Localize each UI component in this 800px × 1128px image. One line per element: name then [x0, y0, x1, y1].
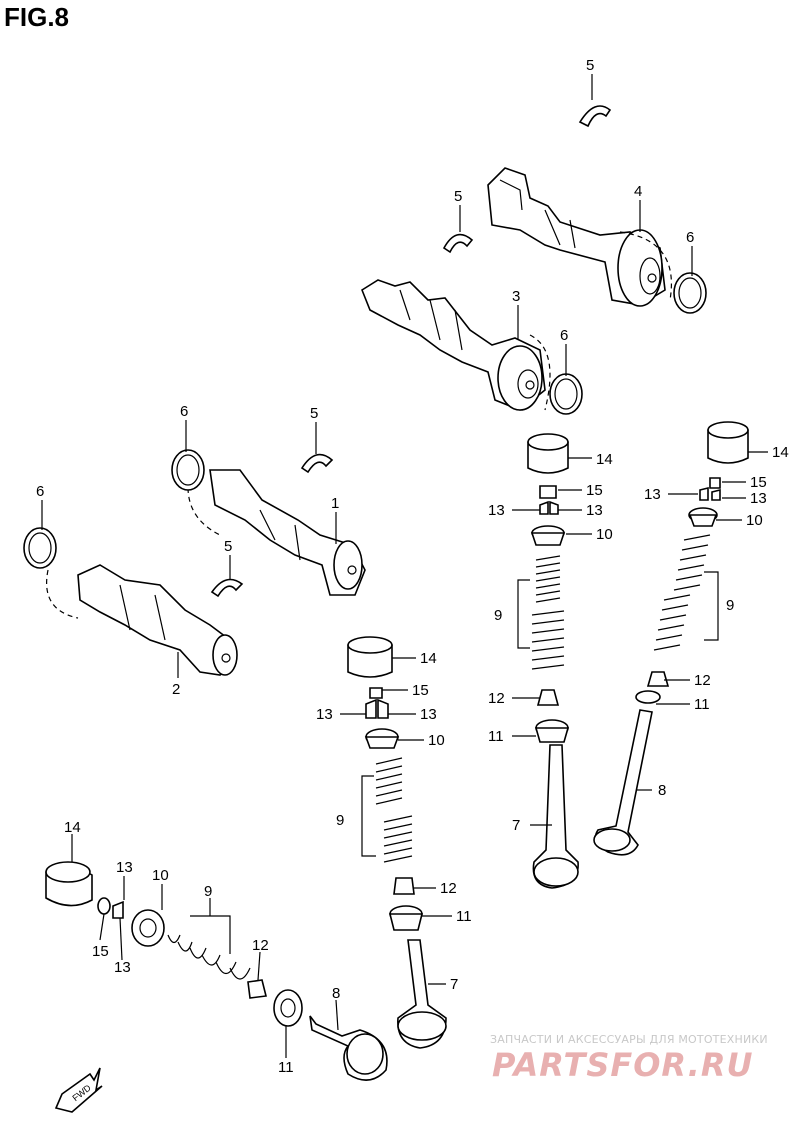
half-ring-5a	[578, 105, 612, 128]
callout-12: 12	[440, 880, 457, 897]
snap-ring-6a	[673, 272, 707, 314]
snap-ring-6d	[23, 527, 57, 569]
camshaft-3	[361, 279, 551, 411]
callout-11: 11	[694, 696, 710, 713]
callout-5: 5	[310, 405, 318, 422]
callout-3: 3	[512, 288, 520, 305]
callout-12: 12	[488, 690, 505, 707]
callout-10: 10	[428, 732, 445, 749]
callout-12: 12	[252, 937, 269, 954]
camshaft-2	[46, 564, 238, 676]
watermark-tagline: ЗАПЧАСТИ И АКСЕССУАРЫ ДЛЯ МОТОТЕХНИКИ	[490, 1033, 768, 1046]
callout-5: 5	[586, 57, 594, 74]
callout-13: 13	[114, 959, 131, 976]
valve-assembly-right	[593, 421, 749, 856]
callout-9: 9	[726, 597, 734, 614]
callout-10: 10	[596, 526, 613, 543]
callout-13: 13	[644, 486, 661, 503]
callout-13: 13	[586, 502, 603, 519]
watermark-logo: PARTSFOR.RU	[492, 1046, 754, 1084]
callout-13: 13	[116, 859, 133, 876]
callout-9: 9	[494, 607, 502, 624]
callout-10: 10	[746, 512, 763, 529]
callout-15: 15	[586, 482, 603, 499]
snap-ring-6b	[549, 373, 583, 415]
valve-assembly-center	[527, 433, 579, 889]
callout-14: 14	[64, 819, 81, 836]
callout-1: 1	[331, 495, 339, 512]
half-ring-5d	[210, 578, 244, 598]
callout-5: 5	[454, 188, 462, 205]
callout-6: 6	[180, 403, 188, 420]
callout-15: 15	[750, 474, 767, 491]
callout-6: 6	[686, 229, 694, 246]
callout-9: 9	[204, 883, 212, 900]
callout-labels: 5 4 5 6 3 6 6 5 1 6 5 2 14 15 13 13 10 9…	[36, 57, 789, 1076]
callout-11: 11	[278, 1059, 294, 1076]
half-ring-5b	[442, 233, 474, 254]
half-ring-5c	[300, 453, 334, 474]
callout-11: 11	[488, 728, 504, 745]
figure-title: FIG.8	[4, 2, 70, 32]
camshaft-1	[187, 469, 366, 596]
callout-13: 13	[420, 706, 437, 723]
callout-7: 7	[450, 976, 458, 993]
callout-14: 14	[420, 650, 437, 667]
callout-5: 5	[224, 538, 232, 555]
camshaft-4	[487, 167, 672, 307]
callout-11: 11	[456, 908, 472, 925]
valve-assembly-middle	[347, 636, 447, 1049]
callout-14: 14	[772, 444, 789, 461]
callout-6: 6	[560, 327, 568, 344]
callout-15: 15	[412, 682, 429, 699]
callout-2: 2	[172, 681, 180, 698]
callout-10: 10	[152, 867, 169, 884]
callout-12: 12	[694, 672, 711, 689]
callout-15: 15	[92, 943, 109, 960]
callout-4: 4	[634, 183, 642, 200]
callout-9: 9	[336, 812, 344, 829]
callout-13: 13	[316, 706, 333, 723]
callout-14: 14	[596, 451, 613, 468]
callout-8: 8	[658, 782, 666, 799]
snap-ring-6c	[171, 449, 205, 491]
callout-6: 6	[36, 483, 44, 500]
leader-lines	[41, 74, 768, 1058]
callout-7: 7	[512, 817, 520, 834]
callout-13: 13	[488, 502, 505, 519]
callout-8: 8	[332, 985, 340, 1002]
valve-assembly-left	[45, 861, 388, 1081]
fwd-arrow-icon: FWD	[54, 1067, 103, 1113]
callout-13: 13	[750, 490, 767, 507]
